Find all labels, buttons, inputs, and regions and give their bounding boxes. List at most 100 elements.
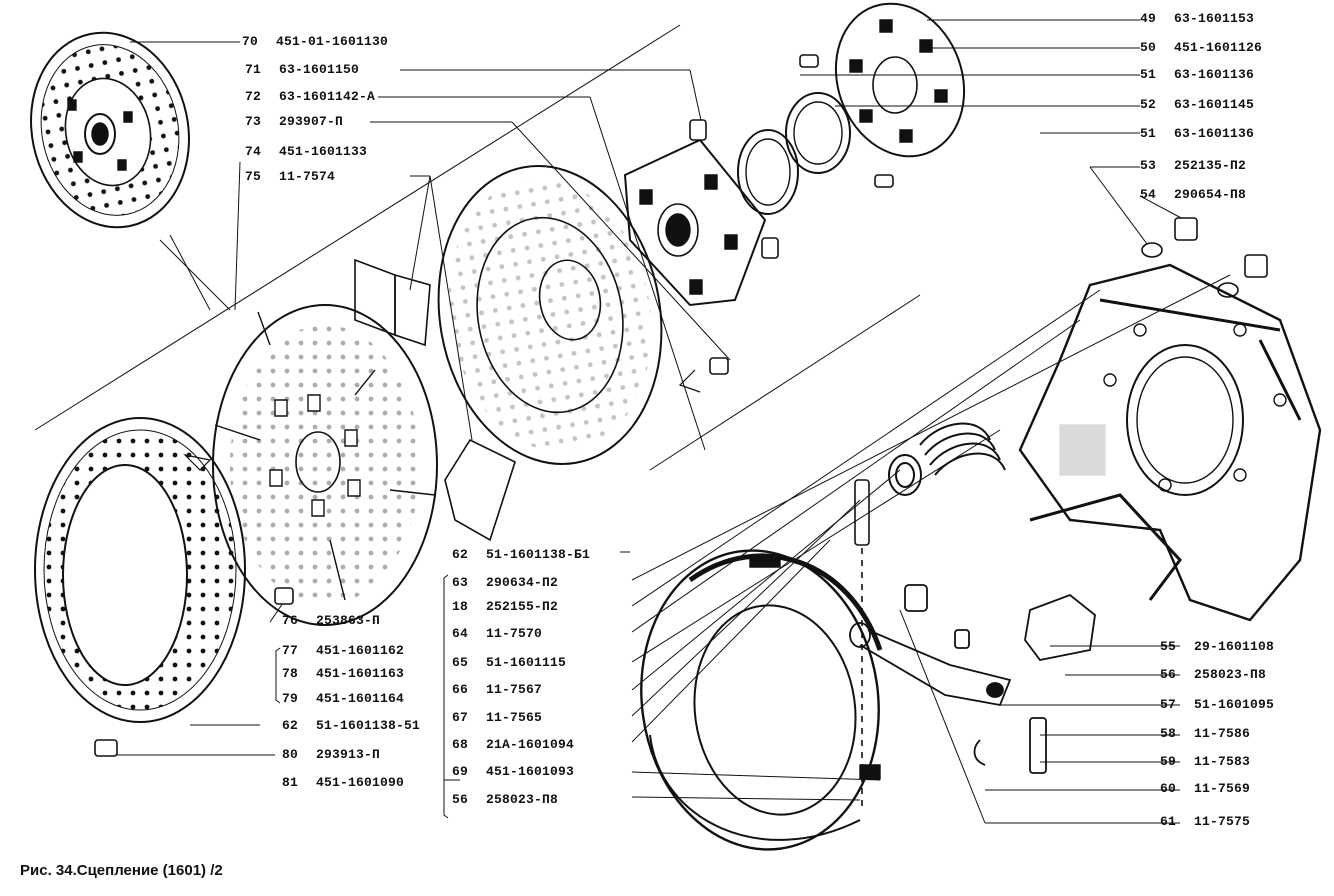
callout-number: 64 [452,626,469,641]
callout-61: 61 11-7575 [1160,815,1250,829]
callout-part-number: 21А-1601094 [486,737,575,752]
callout-number: 51 [1140,67,1157,82]
callout-part-number: 11-7586 [1194,726,1251,741]
callout-52: 52 63-1601145 [1140,98,1254,112]
callout-58: 58 11-7586 [1160,727,1250,741]
callout-number: 69 [452,764,469,779]
callout-number: 66 [452,682,469,697]
callout-number: 70 [242,34,259,49]
callout-68: 68 21А-1601094 [452,738,574,752]
callout-56: 56 258023-П8 [1160,668,1266,682]
callout-part-number: 11-7565 [486,710,543,725]
callout-part-number: 451-1601163 [316,666,405,681]
callout-part-number: 11-7569 [1194,781,1251,796]
callout-part-number: 51-1601115 [486,655,567,670]
callout-81: 81 451-1601090 [282,776,404,790]
callout-part-number: 253863-П [316,613,381,628]
callout-number: 74 [245,144,262,159]
callout-part-number: 63-1601153 [1174,11,1255,26]
callout-part-number: 51-1601095 [1194,697,1275,712]
callout-64: 64 11-7570 [452,627,542,641]
callout-part-number: 290654-П8 [1174,187,1247,202]
callout-number: 56 [1160,667,1177,682]
callout-78: 78 451-1601163 [282,667,404,681]
callout-part-number: 451-1601164 [316,691,405,706]
callout-65: 65 51-1601115 [452,656,566,670]
callout-part-number: 293913-П [316,747,381,762]
callout-number: 77 [282,643,299,658]
callout-53: 53 252135-П2 [1140,159,1246,173]
large-friction-disc [35,418,245,722]
small-fasteners [95,55,1267,756]
callout-number: 58 [1160,726,1177,741]
callout-part-number: 29-1601108 [1194,639,1275,654]
leader-lines [35,20,1230,823]
callout-55: 55 29-1601108 [1160,640,1274,654]
callout-number: 57 [1160,697,1177,712]
callout-57: 57 51-1601095 [1160,698,1274,712]
callout-number: 75 [245,169,262,184]
callout-18: 18 252155-П2 [452,600,558,614]
callout-part-number: 451-1601090 [316,775,405,790]
figure-caption: Рис. 34.Сцепление (1601) /2 [20,862,223,879]
callout-62: 62 51-1601138-Б1 [452,548,590,562]
driven-disc [213,305,437,625]
callout-number: 18 [452,599,469,614]
retaining-clips [355,260,515,540]
callout-part-number: 51-1601138-Б1 [486,547,591,562]
callout-part-number: 258023-П8 [486,792,559,807]
callout-60: 60 11-7569 [1160,782,1250,796]
callout-number: 78 [282,666,299,681]
callout-number: 62 [282,718,299,733]
callout-part-number: 258023-П8 [1194,667,1267,682]
callout-part-number: 11-7570 [486,626,543,641]
callout-number: 61 [1160,814,1177,829]
clutch-housing [1020,265,1320,620]
callout-part-number: 11-7567 [486,682,543,697]
callout-part-number: 51-1601138-51 [316,718,421,733]
callout-number: 53 [1140,158,1157,173]
callout-67: 67 11-7565 [452,711,542,725]
callout-number: 52 [1140,97,1157,112]
callout-part-number: 63-1601136 [1174,67,1255,82]
direction-arrows [185,370,700,470]
callout-66: 66 11-7567 [452,683,542,697]
callout-part-number: 252155-П2 [486,599,559,614]
release-lever [850,585,1095,773]
callout-part-number: 451-1601126 [1174,40,1263,55]
pressure-plate-disc [416,148,685,482]
small-friction-disc [13,18,206,242]
callout-number: 65 [452,655,469,670]
callout-number: 67 [452,710,469,725]
callout-number: 80 [282,747,299,762]
callout-number: 59 [1160,754,1177,769]
callout-number: 71 [245,62,262,77]
callout-part-number: 63-1601150 [279,62,360,77]
pressure-spring [889,424,1005,495]
callout-part-number: 63-1601145 [1174,97,1255,112]
callout-part-number: 252135-П2 [1174,158,1247,173]
callout-number: 60 [1160,781,1177,796]
callout-part-number: 63-1601142-А [279,89,376,104]
callout-number: 55 [1160,639,1177,654]
callout-80: 80 293913-П [282,748,380,762]
callout-number: 68 [452,737,469,752]
callout-number: 62 [452,547,469,562]
callout-number: 63 [452,575,469,590]
brackets [276,575,460,818]
callout-number: 81 [282,775,299,790]
callout-part-number: 63-1601136 [1174,126,1255,141]
callout-62: 62 51-1601138-51 [282,719,420,733]
callout-part-number: 11-7575 [1194,814,1251,829]
